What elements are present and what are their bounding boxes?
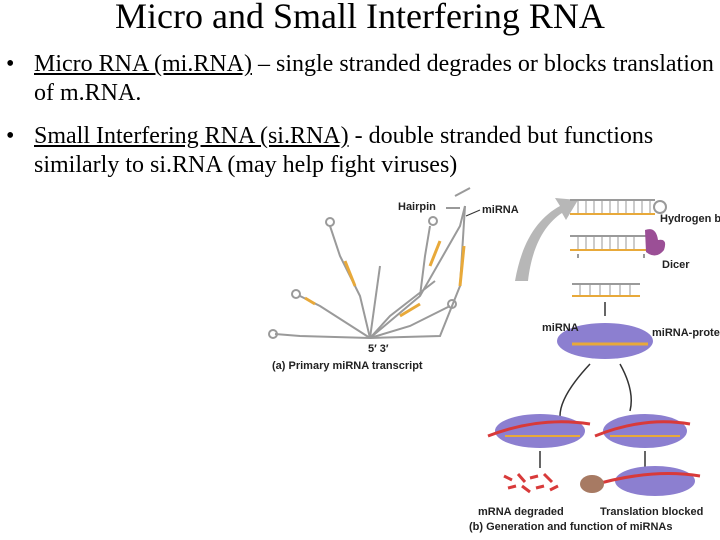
bullet-description: - double stranded but functions similarl… <box>34 123 654 178</box>
bullet-text: Micro RNA (mi.RNA) – single stranded deg… <box>34 50 718 108</box>
complex-right <box>594 414 691 448</box>
bullet-marker: • <box>6 123 15 149</box>
bullet-text: Small Interfering RNA (si.RNA) - double … <box>34 122 718 180</box>
bullet-description: – single stranded degrades or blocks tra… <box>34 51 714 106</box>
branch-arrow-left <box>559 363 591 417</box>
label-mirna-mid: miRNA <box>542 322 579 334</box>
mirna-protein-complex <box>557 323 653 359</box>
mirna-diagram: Hairpin miRNA 5′ 3′ (a) Primary miRNA tr… <box>268 187 720 533</box>
complex-left <box>487 414 591 448</box>
bullet-term: Micro RNA (mi.RNA) <box>34 51 252 77</box>
branch-arrow-right <box>619 363 632 412</box>
label-dicer: Dicer <box>662 259 690 271</box>
label-complex: miRNA-protein complex <box>652 327 720 339</box>
double-strand-1 <box>570 199 667 215</box>
caption-a: (a) Primary miRNA transcript <box>272 360 423 372</box>
label-mirna-top: miRNA <box>482 204 519 216</box>
process-arrow <box>515 198 578 281</box>
mirna-leader-line <box>465 209 481 217</box>
label-hydrogen-bond: Hydrogen bond <box>660 213 720 225</box>
label-five-three: 5′ 3′ <box>368 343 389 355</box>
bullet-marker: • <box>6 51 15 77</box>
label-hairpin: Hairpin <box>398 201 436 213</box>
double-strand-3 <box>572 283 640 297</box>
label-translation-blocked: Translation blocked <box>600 506 703 518</box>
primary-transcript-drawing <box>268 187 471 339</box>
primary-transcript-mirna-segments <box>304 240 466 318</box>
blocked-translation <box>580 466 701 496</box>
double-strand-2 <box>570 235 650 258</box>
caption-b: (b) Generation and function of miRNAs <box>469 521 673 533</box>
label-mrna-degraded: mRNA degraded <box>478 506 564 518</box>
dicer-enzyme <box>645 229 666 256</box>
slide-title: Micro and Small Interfering RNA <box>115 0 605 36</box>
degraded-mrna-fragments <box>503 472 559 494</box>
bullet-term: Small Interfering RNA (si.RNA) <box>34 123 349 149</box>
